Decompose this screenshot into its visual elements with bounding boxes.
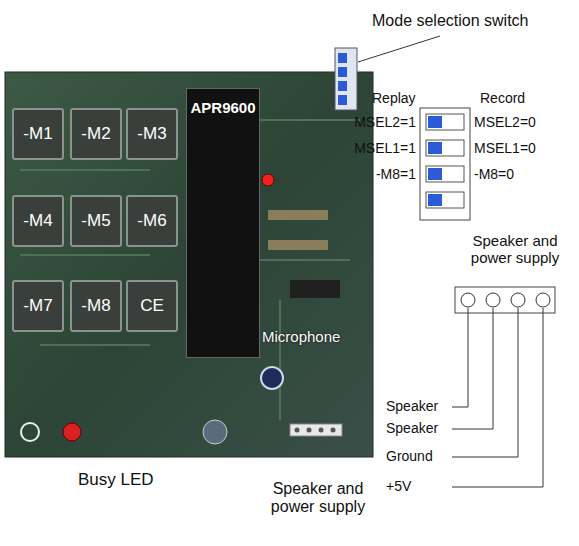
button-label: -M1	[23, 124, 52, 144]
pin	[307, 428, 312, 433]
callout-label: Speaker and power supply	[455, 232, 575, 267]
connector-housing	[455, 287, 555, 313]
pin-header	[290, 424, 342, 436]
switch-slot	[426, 114, 464, 130]
red-led	[262, 174, 274, 186]
resistor	[268, 240, 328, 250]
connector-pin	[536, 293, 550, 307]
pin	[331, 428, 336, 433]
mode-label: Replay	[372, 90, 416, 106]
setting-label: MSEL2=1	[354, 114, 416, 130]
setting-label: -M8=0	[474, 166, 514, 182]
button-label: -M6	[137, 211, 166, 231]
push-button: CE	[126, 280, 178, 332]
connector-pin	[486, 293, 500, 307]
mode-label: Record	[480, 90, 525, 106]
button-label: -M7	[23, 296, 52, 316]
busy-led	[63, 423, 81, 441]
led-outline	[21, 423, 39, 441]
switch-slider	[338, 53, 347, 63]
switch-slider	[338, 95, 347, 105]
setting-label: MSEL1=0	[474, 140, 536, 156]
button-label: -M8	[81, 296, 110, 316]
push-button: -M5	[70, 195, 122, 247]
switch-slider	[428, 168, 442, 180]
pin-label: Ground	[386, 448, 433, 464]
callout-label: Busy LED	[78, 470, 154, 490]
component	[290, 280, 340, 298]
leader-line	[452, 308, 543, 487]
setting-label: MSEL2=0	[474, 114, 536, 130]
push-button: -M7	[12, 280, 64, 332]
push-button: -M3	[126, 108, 178, 160]
pcb-board: Microphone -M1 -M2 -M3 -M4 -M5 -M6 -M7 -M8 CE APR9…	[5, 72, 373, 457]
dip-switch-board	[335, 48, 357, 110]
pin-label: Speaker	[386, 420, 438, 436]
button-label: -M2	[81, 124, 110, 144]
button-label: -M3	[137, 124, 166, 144]
push-button: -M1	[12, 108, 64, 160]
callout-label: Speaker and power supply	[258, 480, 378, 517]
switch-slot	[426, 166, 464, 182]
switch-slider	[428, 116, 442, 128]
callout-title: Mode selection switch	[372, 12, 529, 30]
pin-label: Speaker	[386, 398, 438, 414]
switch-slider	[428, 194, 442, 206]
switch-slider	[338, 67, 347, 77]
switch-slot	[426, 140, 464, 156]
ic-chip: APR9600	[186, 88, 260, 358]
pin	[319, 428, 324, 433]
leader-line	[358, 36, 440, 62]
setting-label: MSEL1=1	[354, 140, 416, 156]
switch-slider	[428, 142, 442, 154]
connector-pin	[511, 293, 525, 307]
chip-label: APR9600	[190, 99, 255, 116]
push-button: -M2	[70, 108, 122, 160]
button-label: -M5	[81, 211, 110, 231]
setting-label: -M8=1	[376, 166, 416, 182]
button-label: CE	[140, 296, 164, 316]
pin	[295, 428, 300, 433]
push-button: -M4	[12, 195, 64, 247]
resistor	[268, 210, 328, 220]
pin-label: +5V	[386, 478, 411, 494]
connector-pin	[461, 293, 475, 307]
pcb-board	[5, 72, 373, 457]
component-label: Microphone	[262, 328, 340, 345]
capacitor	[203, 420, 227, 444]
switch-slot	[426, 192, 464, 208]
push-button: -M8	[70, 280, 122, 332]
dip-switch	[420, 108, 470, 220]
switch-slider	[338, 81, 347, 91]
microphone-capsule	[261, 367, 283, 389]
button-label: -M4	[23, 211, 52, 231]
push-button: -M6	[126, 195, 178, 247]
